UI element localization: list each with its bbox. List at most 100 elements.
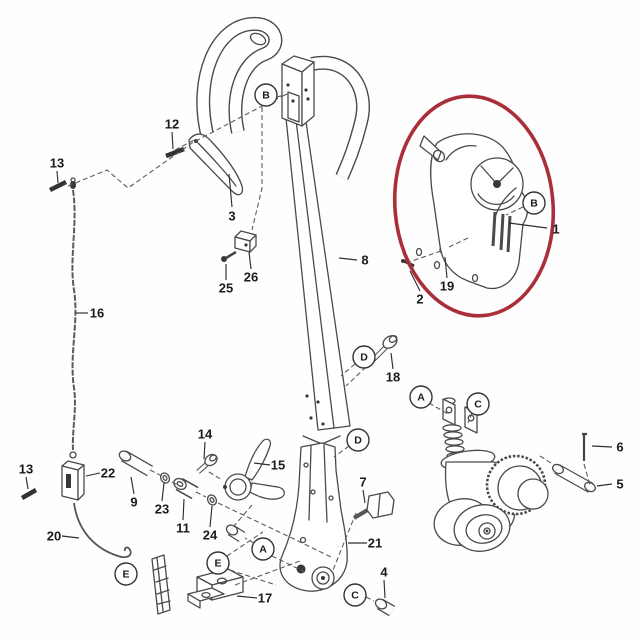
part-label-21: 21 (368, 536, 382, 551)
leader-line-23 (161, 482, 165, 502)
ref-circle-B: B (254, 83, 278, 107)
part-label-2: 2 (416, 292, 423, 307)
ref-circle-B: B (522, 191, 546, 215)
wear-strip (151, 554, 171, 615)
control-mount-box (281, 55, 315, 127)
leader-line-8 (338, 257, 358, 261)
construction-dashed-lines (67, 93, 591, 602)
ref-letter: C (351, 590, 359, 602)
leader-line-4 (383, 579, 386, 599)
ref-circle-outline (522, 191, 546, 215)
bolt-14 (196, 453, 218, 474)
leader-line-6 (591, 445, 613, 448)
pivot-pin-9 (118, 450, 153, 477)
part-label-13: 13 (19, 462, 33, 477)
ref-circle-outline (352, 345, 376, 369)
part-label-26: 26 (244, 270, 258, 285)
ref-letter: B (262, 90, 270, 102)
part-label-24: 24 (203, 528, 218, 543)
bolt-7 (352, 491, 395, 520)
leader-line-11 (182, 498, 185, 521)
part-label-17: 17 (258, 591, 272, 606)
pin-13-lower (20, 488, 38, 500)
ref-letter: C (474, 399, 482, 411)
caster-roller-assembly (433, 397, 549, 552)
lower-cable-20 (73, 502, 132, 559)
leader-line-22 (85, 472, 101, 477)
pin-12 (165, 146, 185, 159)
leader-line-20 (61, 535, 80, 539)
handlebar-assembly (196, 16, 370, 445)
part-label-12: 12 (165, 117, 179, 132)
screw-25 (221, 250, 237, 262)
ref-letter: E (214, 558, 221, 570)
part-label-18: 18 (386, 370, 400, 385)
part-label-7: 7 (359, 475, 366, 490)
ref-letter: A (417, 392, 425, 404)
ref-circle-outline (114, 562, 138, 586)
ref-circle-A: A (409, 385, 433, 409)
leader-line-7 (362, 489, 366, 504)
ref-circle-C: C (343, 583, 367, 607)
leader-line-12 (171, 131, 174, 150)
ref-circle-outline (254, 83, 278, 107)
part-label-22: 22 (101, 466, 115, 481)
washer-23 (159, 472, 171, 484)
leader-line-18 (390, 352, 394, 370)
ref-letter: D (354, 435, 362, 447)
leader-line-9 (130, 476, 135, 495)
part-label-19: 19 (440, 279, 454, 294)
cable-connector-22 (61, 460, 85, 501)
bushing-4 (374, 598, 396, 617)
part-label-8: 8 (361, 253, 368, 268)
part-label-6: 6 (616, 440, 623, 455)
part-label-5: 5 (616, 477, 623, 492)
part-label-11: 11 (176, 521, 190, 536)
leader-line-2 (409, 270, 421, 292)
leader-line-13 (25, 476, 29, 490)
ref-circle-outline (251, 537, 275, 561)
part-label-20: 20 (47, 529, 61, 544)
bushing-11 (173, 477, 199, 500)
part-label-15: 15 (271, 458, 285, 473)
leader-line-13 (56, 170, 59, 184)
reference-letter-circles: B B D D A C A C E E (114, 83, 546, 607)
latch-bracket-17 (187, 568, 244, 609)
part-label-14: 14 (198, 427, 213, 442)
leader-line-3 (228, 173, 233, 208)
leader-line-1 (508, 222, 548, 229)
part-label-23: 23 (155, 502, 169, 517)
part-label-4: 4 (380, 565, 388, 580)
ref-letter: B (530, 198, 538, 210)
washer-24 (206, 494, 218, 506)
leader-line-14 (203, 441, 206, 460)
ref-circle-outline (346, 428, 370, 452)
ref-letter: D (360, 352, 368, 364)
ref-circle-E: E (114, 562, 138, 586)
control-cable-16 (69, 177, 77, 459)
leader-line-5 (596, 483, 613, 487)
ref-circle-outline (409, 385, 433, 409)
ref-circle-D: D (346, 428, 370, 452)
clamp-26 (234, 230, 257, 253)
leader-line-24 (209, 505, 213, 528)
leader-line-15 (253, 462, 271, 466)
clevis-pin-5 (552, 463, 596, 493)
leader-line-17 (236, 595, 258, 599)
ref-circle-outline (206, 551, 230, 575)
ref-circle-E: E (206, 551, 230, 575)
part-label-9: 9 (130, 495, 137, 510)
part-label-16: 16 (90, 306, 104, 321)
ref-circle-outline (466, 392, 490, 416)
ref-circle-C: C (466, 392, 490, 416)
ref-letter: E (122, 569, 129, 581)
leader-line-19 (444, 256, 448, 279)
torsion-lever-15 (223, 438, 285, 501)
ref-circle-D: D (352, 345, 376, 369)
cotter-pin-6 (582, 432, 587, 461)
label-leader-lines (25, 131, 613, 599)
highlight-ellipse (392, 94, 556, 318)
ref-circle-A: A (251, 537, 275, 561)
leader-line-26 (248, 251, 252, 270)
